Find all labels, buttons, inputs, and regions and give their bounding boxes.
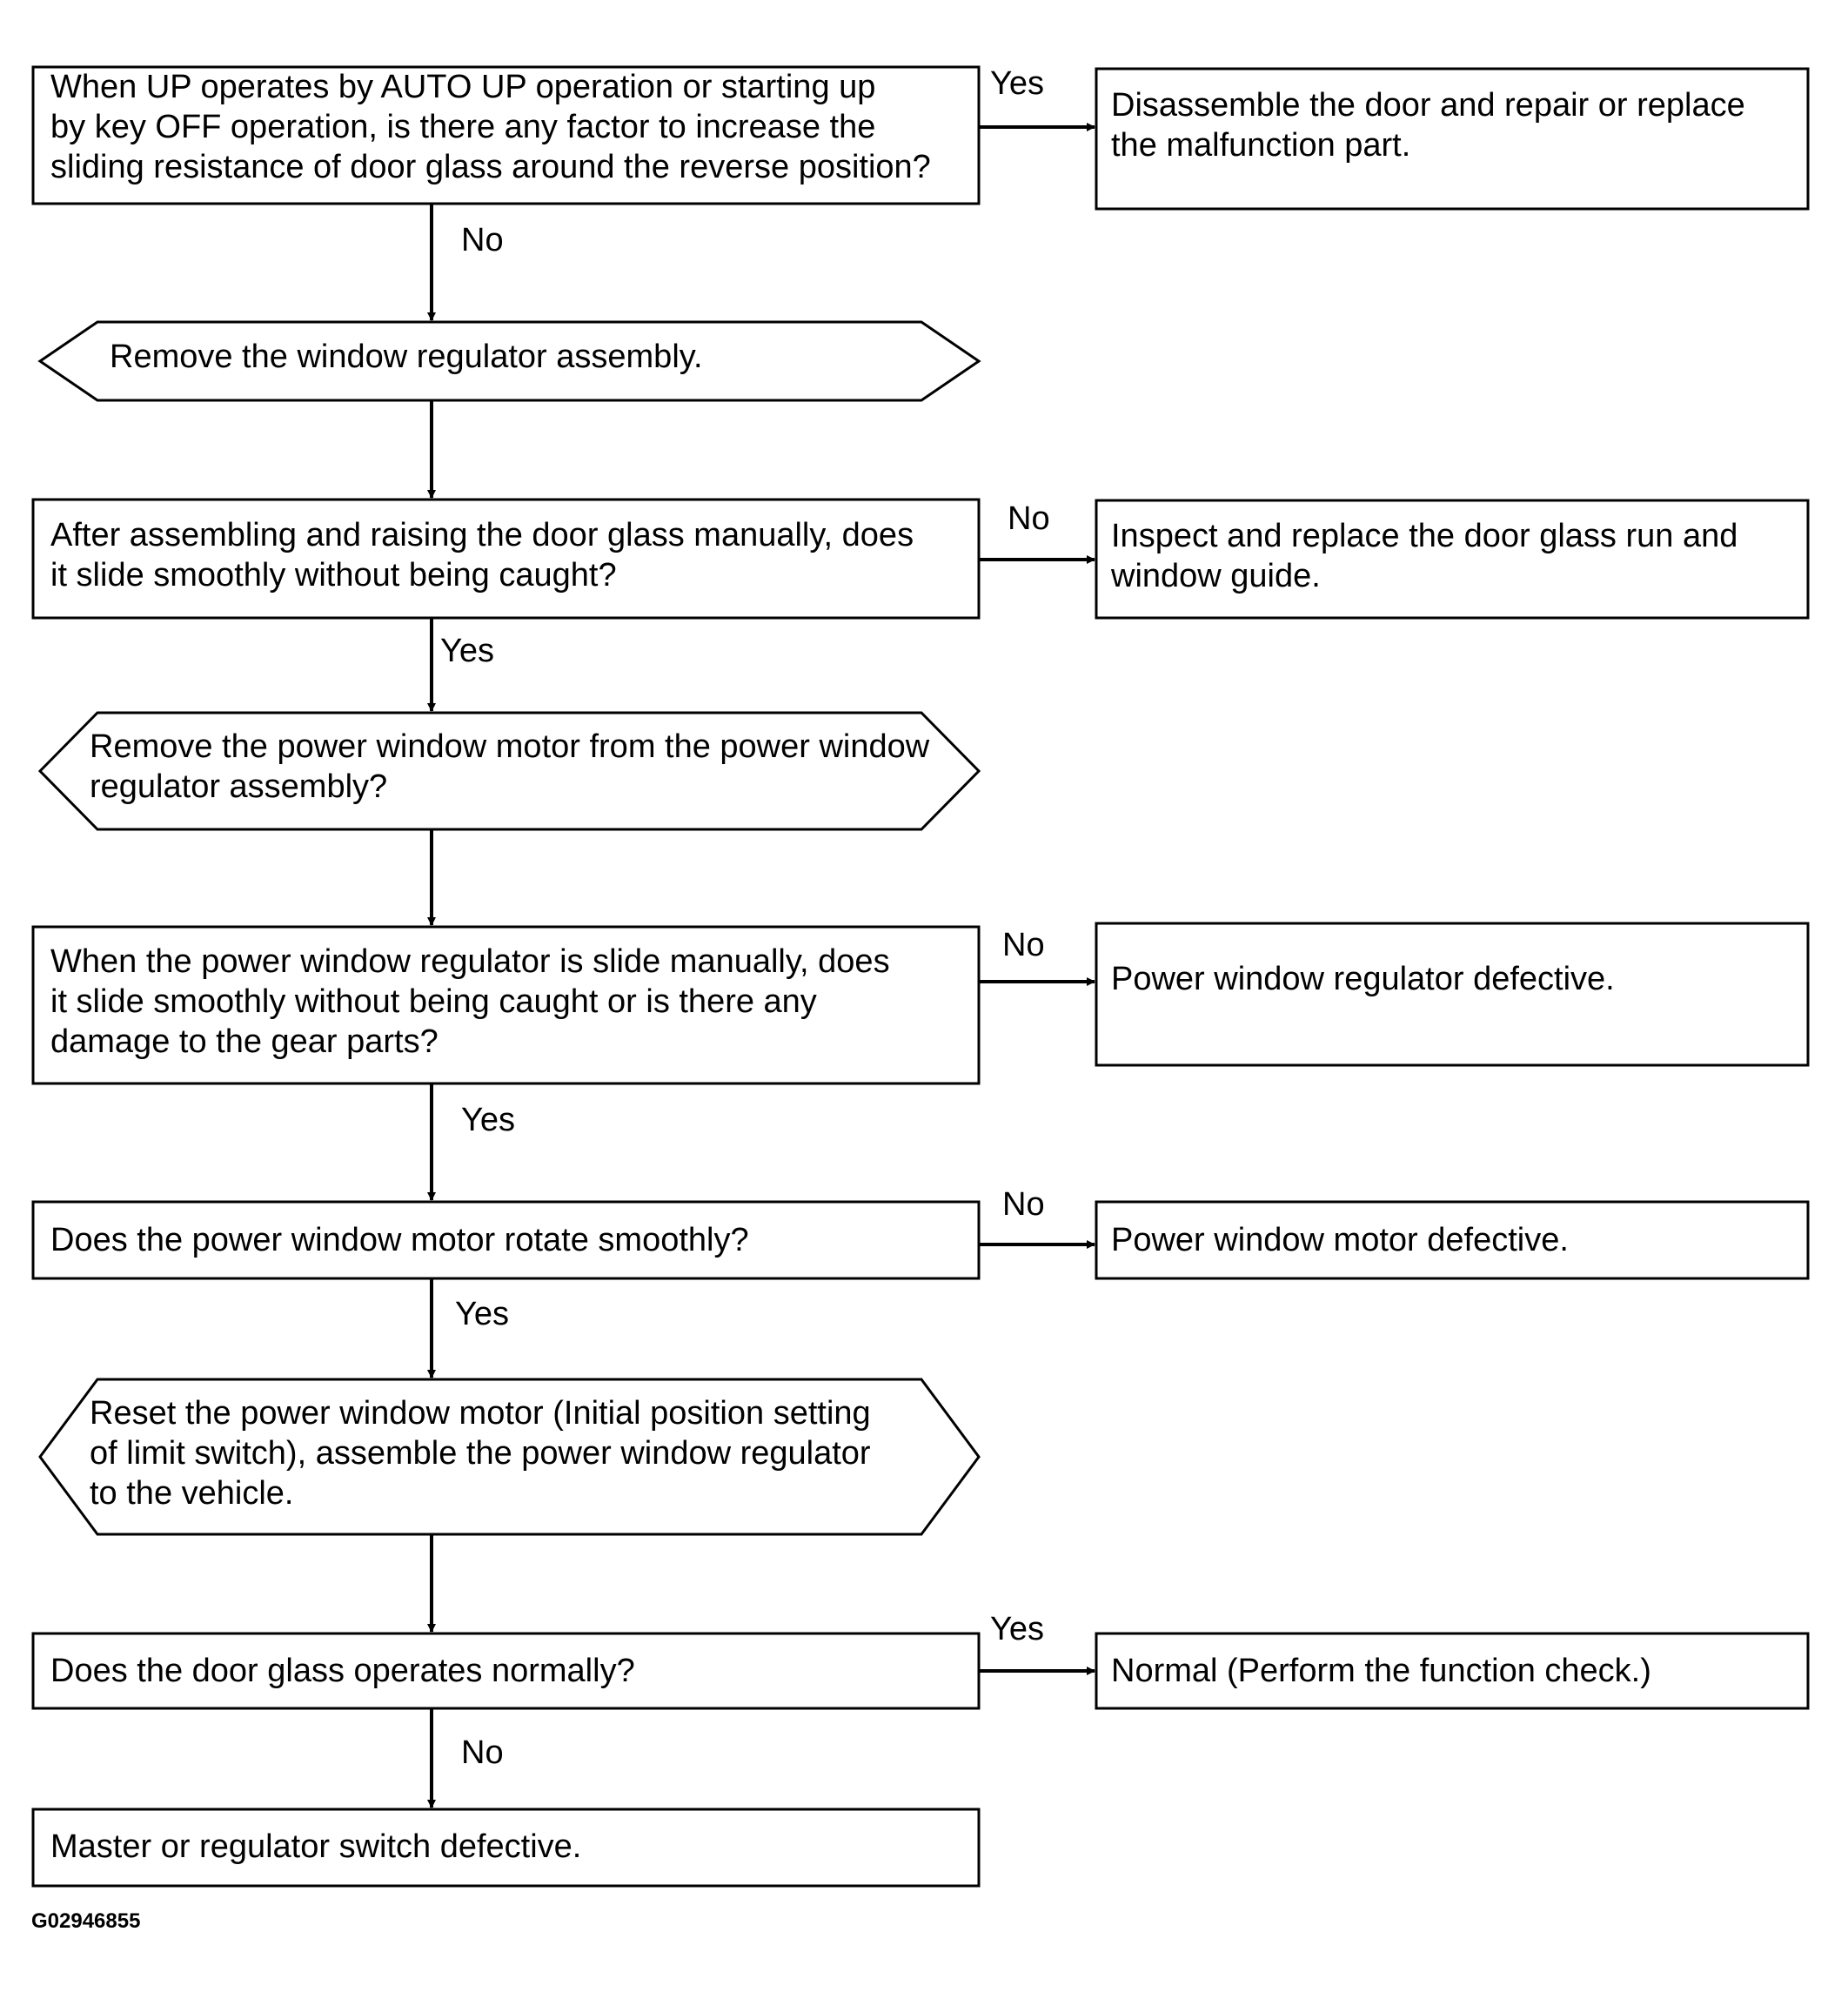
node-text-line: sliding resistance of door glass around … <box>50 149 931 185</box>
edge-label-yes: Yes <box>990 65 1044 102</box>
node-text-line: it slide smoothly without being caught? <box>50 557 617 594</box>
node-text-line: damage to the gear parts? <box>50 1023 439 1060</box>
result-box <box>1095 922 1810 1067</box>
process-hexagon <box>37 711 981 831</box>
node-q4: Does the power window motor rotate smoot… <box>31 1200 981 1280</box>
result-box <box>31 1808 981 1888</box>
edge-label-no: No <box>461 1734 504 1771</box>
node-text-line: When UP operates by AUTO UP operation or… <box>50 69 875 105</box>
result-box <box>1095 67 1810 211</box>
node-q1: When UP operates by AUTO UP operation or… <box>31 65 981 205</box>
node-text-line: Normal (Perform the function check.) <box>1111 1653 1651 1689</box>
decision-box <box>31 1632 981 1710</box>
node-a3: Reset the power window motor (Initial po… <box>38 1378 981 1536</box>
node-text-line: Does the door glass operates normally? <box>50 1653 635 1689</box>
node-text-line: the malfunction part. <box>1111 127 1410 164</box>
node-text-line: to the vehicle. <box>90 1475 293 1512</box>
decision-box <box>31 65 981 205</box>
edge-label-no: No <box>1002 927 1045 963</box>
node-text-line: window guide. <box>1110 558 1321 594</box>
edge-label-no: No <box>461 222 504 258</box>
node-e1: Master or regulator switch defective. <box>31 1808 981 1888</box>
node-text-line: Reset the power window motor (Initial po… <box>90 1395 871 1432</box>
node-text-line: When the power window regulator is slide… <box>50 943 890 980</box>
node-r3: Power window regulator defective. <box>1095 922 1810 1067</box>
node-text-line: After assembling and raising the door gl… <box>50 517 914 553</box>
node-q3: When the power window regulator is slide… <box>31 925 981 1085</box>
node-text-line: Remove the power window motor from the p… <box>90 728 930 765</box>
node-r2: Inspect and replace the door glass run a… <box>1095 499 1810 620</box>
node-text-line: Power window motor defective. <box>1111 1222 1569 1258</box>
reference-code: G02946855 <box>31 1909 140 1933</box>
process-hexagon <box>37 320 981 402</box>
edge-label-yes: Yes <box>990 1611 1044 1647</box>
result-box <box>1095 1200 1810 1280</box>
node-q5: Does the door glass operates normally? <box>31 1632 981 1710</box>
decision-box <box>31 1200 981 1280</box>
edge-label-yes: Yes <box>455 1296 509 1332</box>
edge-label-yes: Yes <box>440 633 494 669</box>
result-box <box>1095 499 1810 620</box>
edge-label-yes: Yes <box>461 1102 515 1138</box>
process-hexagon <box>38 1378 981 1536</box>
edge-label-no: No <box>1008 500 1050 537</box>
node-text-line: Does the power window motor rotate smoot… <box>50 1222 749 1258</box>
node-text-line: of limit switch), assemble the power win… <box>90 1435 871 1472</box>
decision-box <box>31 498 981 620</box>
node-text-line: Master or regulator switch defective. <box>50 1828 581 1865</box>
edge-label-no: No <box>1002 1186 1045 1223</box>
node-a2: Remove the power window motor from the p… <box>37 711 981 831</box>
node-text-line: Disassemble the door and repair or repla… <box>1111 87 1745 124</box>
node-r4: Power window motor defective. <box>1095 1200 1810 1280</box>
node-q2: After assembling and raising the door gl… <box>31 498 981 620</box>
node-a1: Remove the window regulator assembly. <box>37 320 981 402</box>
decision-box <box>31 925 981 1085</box>
node-text-line: by key OFF operation, is there any facto… <box>50 109 875 145</box>
node-r1: Disassemble the door and repair or repla… <box>1095 67 1810 211</box>
node-text-line: it slide smoothly without being caught o… <box>50 983 817 1020</box>
node-r5: Normal (Perform the function check.) <box>1095 1632 1810 1710</box>
node-text-line: Remove the window regulator assembly. <box>110 339 703 375</box>
node-text-line: Inspect and replace the door glass run a… <box>1111 518 1738 554</box>
node-text-line: regulator assembly? <box>90 768 387 805</box>
result-box <box>1095 1632 1810 1710</box>
node-text-line: Power window regulator defective. <box>1111 961 1615 997</box>
